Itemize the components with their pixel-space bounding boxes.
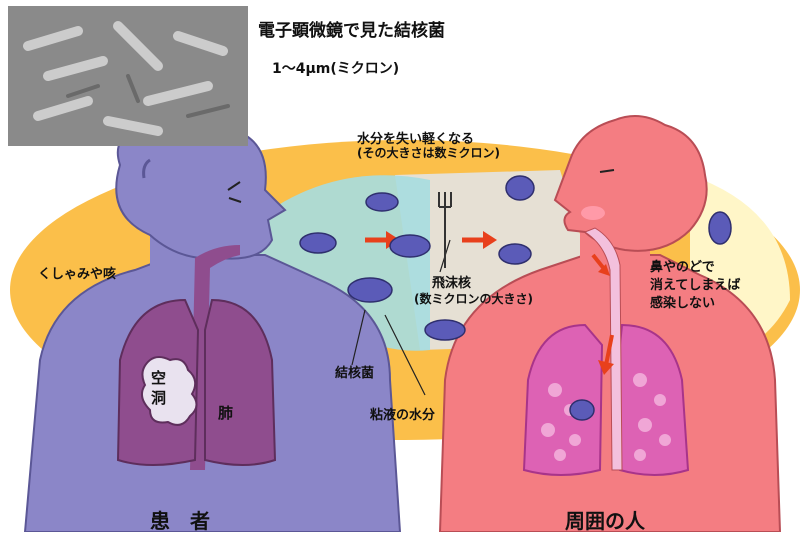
no-infection-label-2: 消えてしまえば (650, 274, 740, 293)
patient-label: 患 者 (150, 505, 210, 534)
droplet-nucleus-label: 飛沫核 (432, 272, 471, 291)
no-infection-label-3: 感染しない (650, 292, 715, 311)
surrounding-person-label: 周囲の人 (565, 505, 645, 534)
lung-label: 肺 (218, 402, 233, 423)
sneeze-label: くしゃみや咳 (38, 263, 116, 282)
evaporation-sub-label: (その大きさは数ミクロン) (357, 144, 500, 161)
no-infection-label-1: 鼻やのどで (650, 256, 715, 275)
photo-caption: 電子顕微鏡で見た結核菌 (258, 16, 445, 41)
tb-bacteria-label: 結核菌 (335, 362, 374, 381)
photo-size-label: 1〜4μm(ミクロン) (272, 58, 399, 78)
droplet-nucleus-sub-label: (数ミクロンの大きさ) (414, 290, 533, 307)
electron-microscope-photo (8, 6, 248, 146)
mucus-label: 粘液の水分 (370, 404, 435, 423)
cavity-label: 空洞 (151, 368, 167, 408)
